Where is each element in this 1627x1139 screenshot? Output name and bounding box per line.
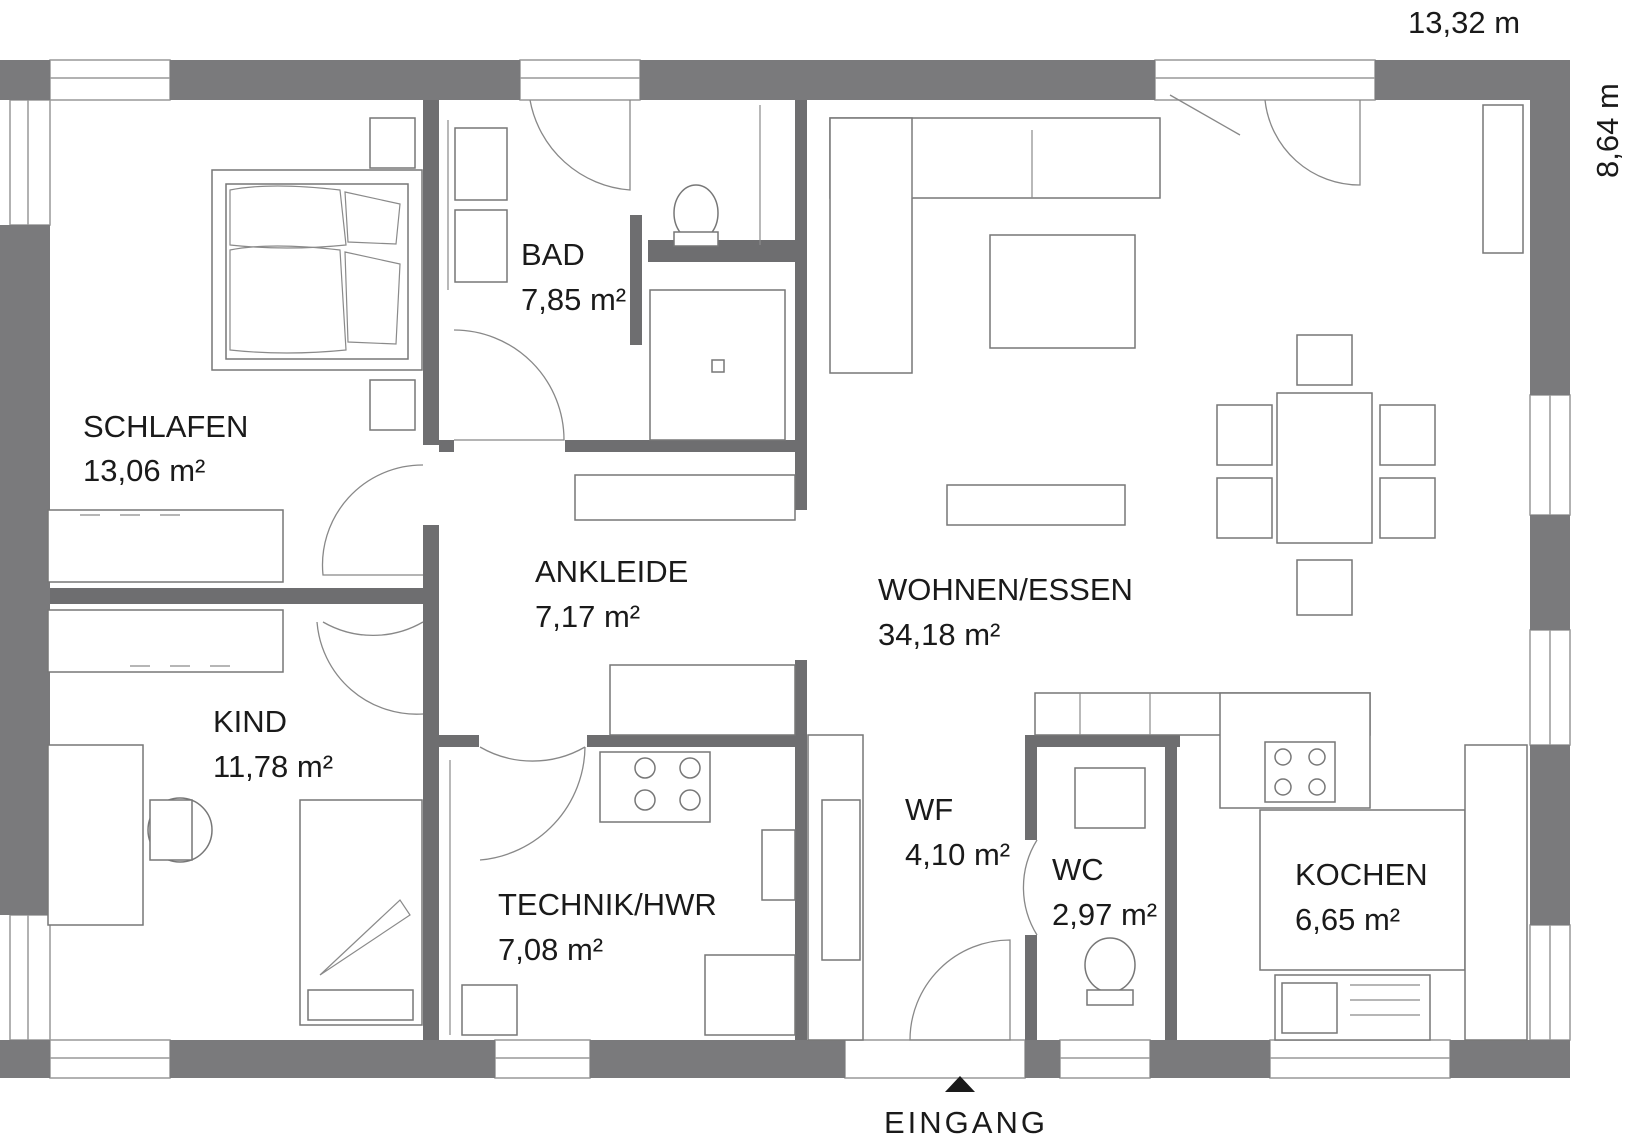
room-area-wf: 4,10 m² xyxy=(905,837,1010,872)
bedroom-furniture xyxy=(47,117,423,583)
bathroom-fixtures xyxy=(447,105,786,441)
entrance-label: EINGANG xyxy=(884,1105,1048,1139)
room-name-wohnen-essen: WOHNEN/ESSEN xyxy=(878,572,1133,607)
exterior-walls xyxy=(0,60,1570,1078)
utility-room-furniture xyxy=(449,751,796,1036)
door-swings xyxy=(316,94,1361,1041)
entrance-arrow-icon xyxy=(945,1076,975,1092)
width-dimension-label: 13,32 m xyxy=(1408,5,1520,40)
room-name-ankleide: ANKLEIDE xyxy=(535,554,688,589)
room-area-bad: 7,85 m² xyxy=(521,282,626,317)
room-name-kind: KIND xyxy=(213,704,287,739)
room-area-kind: 11,78 m² xyxy=(213,749,333,784)
dressing-room-furniture xyxy=(574,474,796,736)
room-name-schlafen: SCHLAFEN xyxy=(83,409,248,444)
wc-fixtures xyxy=(1074,767,1146,1006)
living-dining-furniture xyxy=(807,104,1524,1041)
room-labels: SCHLAFEN 13,06 m² BAD 7,85 m² ANKLEIDE 7… xyxy=(83,237,1428,967)
interior-walls xyxy=(50,100,1180,1040)
room-area-technik-hwr: 7,08 m² xyxy=(498,932,603,967)
room-name-wf: WF xyxy=(905,792,953,827)
room-name-kochen: KOCHEN xyxy=(1295,857,1428,892)
child-room-furniture xyxy=(47,609,423,1026)
depth-dimension-label: 8,64 m xyxy=(1590,83,1625,178)
room-name-technik-hwr: TECHNIK/HWR xyxy=(498,887,717,922)
room-area-kochen: 6,65 m² xyxy=(1295,902,1400,937)
room-name-wc: WC xyxy=(1052,852,1104,887)
kitchen-furniture xyxy=(1034,692,1528,1041)
room-area-wohnen-essen: 34,18 m² xyxy=(878,617,1000,652)
room-area-wc: 2,97 m² xyxy=(1052,897,1157,932)
room-area-ankleide: 7,17 m² xyxy=(535,599,640,634)
room-area-schlafen: 13,06 m² xyxy=(83,453,205,488)
room-name-bad: BAD xyxy=(521,237,585,272)
